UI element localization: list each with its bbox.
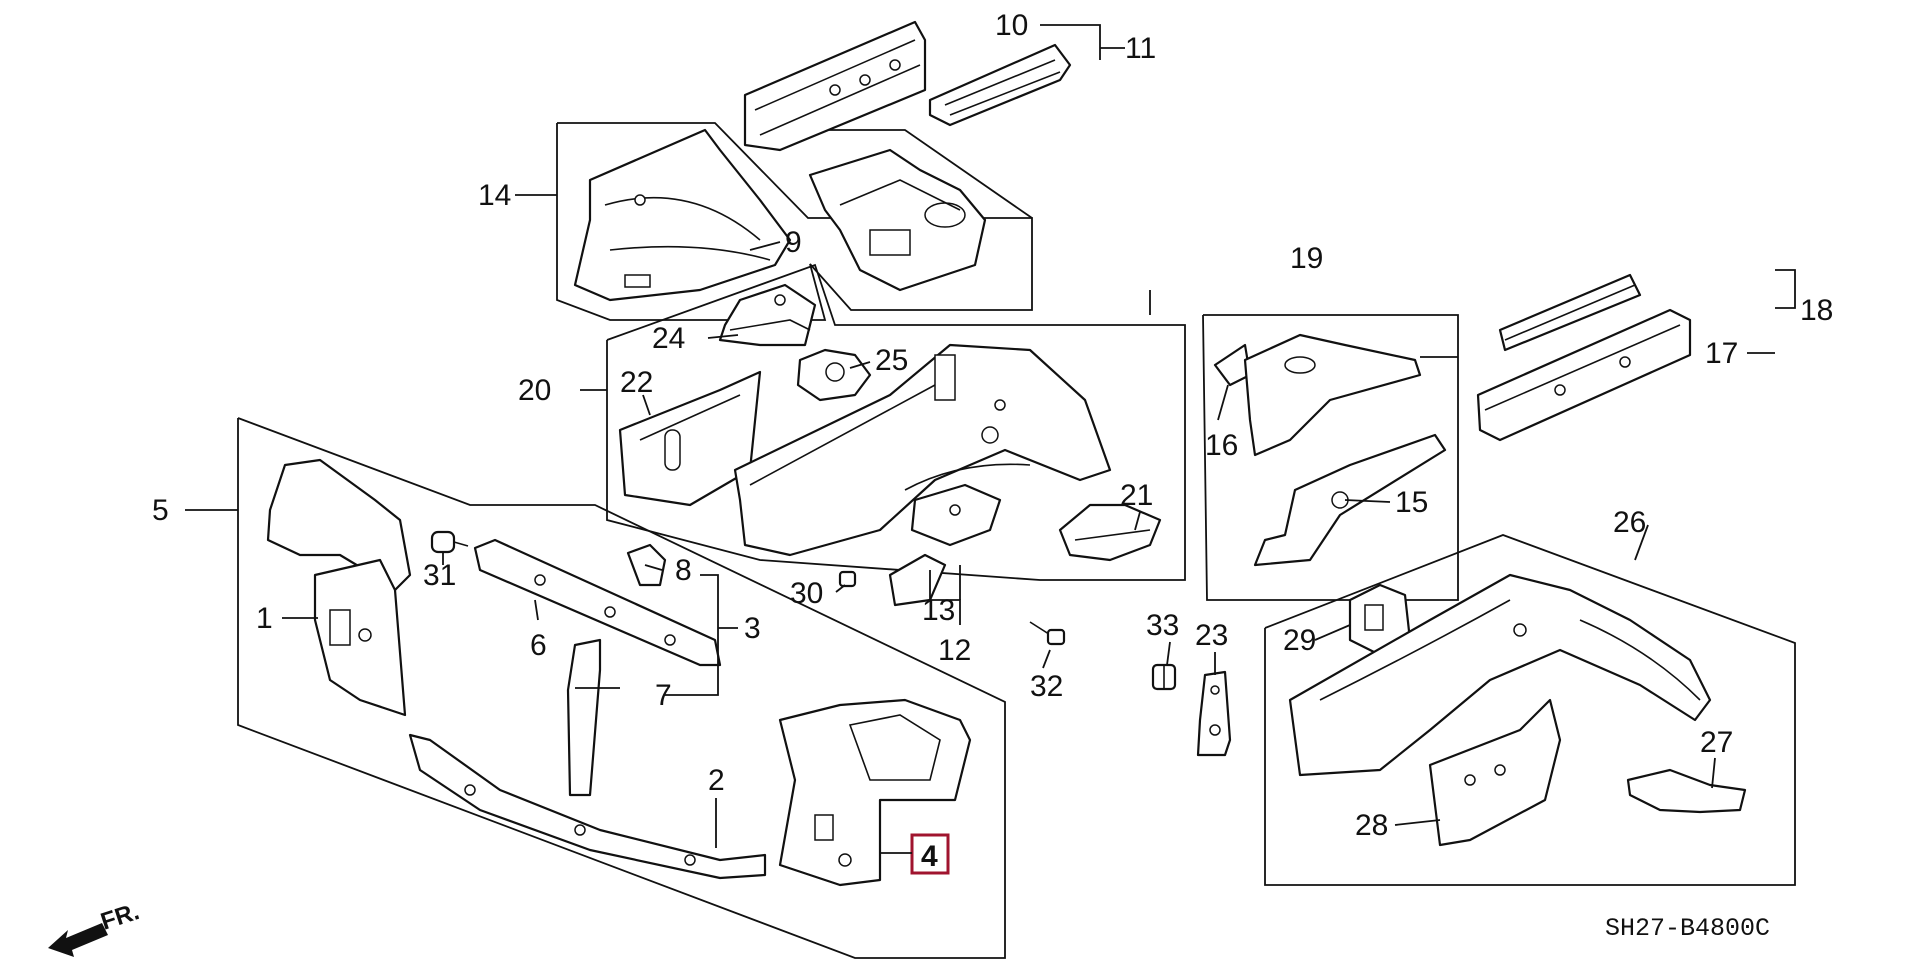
part-7-center-stay [566,638,602,797]
part-30-bolt [838,570,857,588]
callout-32: 32 [1030,670,1063,703]
callout-17: 17 [1705,337,1738,370]
part-11-rail-extension [928,43,1072,127]
part-4-bulkhead-side [778,698,972,887]
callout-3: 3 [744,612,761,645]
part-31-clip [430,530,469,554]
callout-1: 1 [256,602,273,635]
callout-21: 21 [1120,479,1153,512]
callout-19: 19 [1290,242,1323,275]
part-9-strut-housing [808,148,987,292]
callout-7: 7 [655,679,672,712]
part-21-brace [1058,503,1162,562]
callout-28: 28 [1355,809,1388,842]
callout-24: 24 [652,322,685,355]
callout-22: 22 [620,366,653,399]
callout-27: 27 [1700,726,1733,759]
frame-group-26 [1264,534,1796,886]
label-leaders [282,241,1716,854]
callout-2: 2 [708,764,725,797]
part-23-plate [1196,670,1232,757]
callout-23: 23 [1195,619,1228,652]
callout-15: 15 [1395,486,1428,519]
callout-30: 30 [790,577,823,610]
part-5-support-side [266,458,412,717]
callout-18: 18 [1800,294,1833,327]
part-25-mount [796,348,872,402]
callout-26: 26 [1613,506,1646,539]
callout-16: 16 [1205,429,1238,462]
leader-lines [185,24,1796,696]
callout-8: 8 [675,554,692,587]
callout-12: 12 [938,634,971,667]
part-32-bolt [1029,621,1066,646]
callout-4: 4 [921,840,938,873]
part-2-lower-member [408,733,767,880]
callout-13: 13 [922,594,955,627]
part-22-inner-panel [618,370,762,507]
callout-6: 6 [530,629,547,662]
callout-10: 10 [995,9,1028,42]
part-28-inner-panel [1428,698,1562,847]
part-20-side-member [733,343,1112,557]
callout-labels: 1 2 3 4 5 6 7 8 9 10 11 12 13 14 15 16 1… [152,9,1833,875]
part-16-reinforcement [1213,333,1422,457]
frame-group-14 [556,122,1033,321]
callout-5: 5 [152,494,169,527]
part-33-bolt [1151,663,1177,691]
callout-9: 9 [785,226,802,259]
callout-11: 11 [1125,32,1156,65]
frame-group-19 [1202,314,1459,601]
callout-31: 31 [423,559,456,592]
part-13-gusset [888,483,1002,607]
front-marker: FR. [48,898,143,957]
callout-4-box [910,833,950,875]
part-6-upper-tie-bar [473,538,722,667]
part-26-wheelhouse-rear [1288,573,1712,777]
part-18-rail [1498,273,1642,352]
front-arrow-icon [48,923,108,957]
frame-group-20 [606,263,1186,581]
callout-20: 20 [518,374,551,407]
part-27-gusset [1626,768,1747,814]
front-marker-label: FR. [98,898,143,936]
callout-25: 25 [875,344,908,377]
callout-14: 14 [478,179,511,212]
frame-group-5 [237,417,1006,959]
part-14-wheelhouse [573,128,792,302]
group-frames [237,122,1796,959]
callout-33: 33 [1146,609,1179,642]
part-10-upper-rail [743,20,927,152]
part-17-rail [1476,308,1692,442]
parts-artwork [266,20,1747,887]
frame-group-14-b [800,129,1033,219]
diagram-code: SH27-B4800C [1605,914,1770,943]
callout-29: 29 [1283,624,1316,657]
part-24-bracket [718,283,817,347]
